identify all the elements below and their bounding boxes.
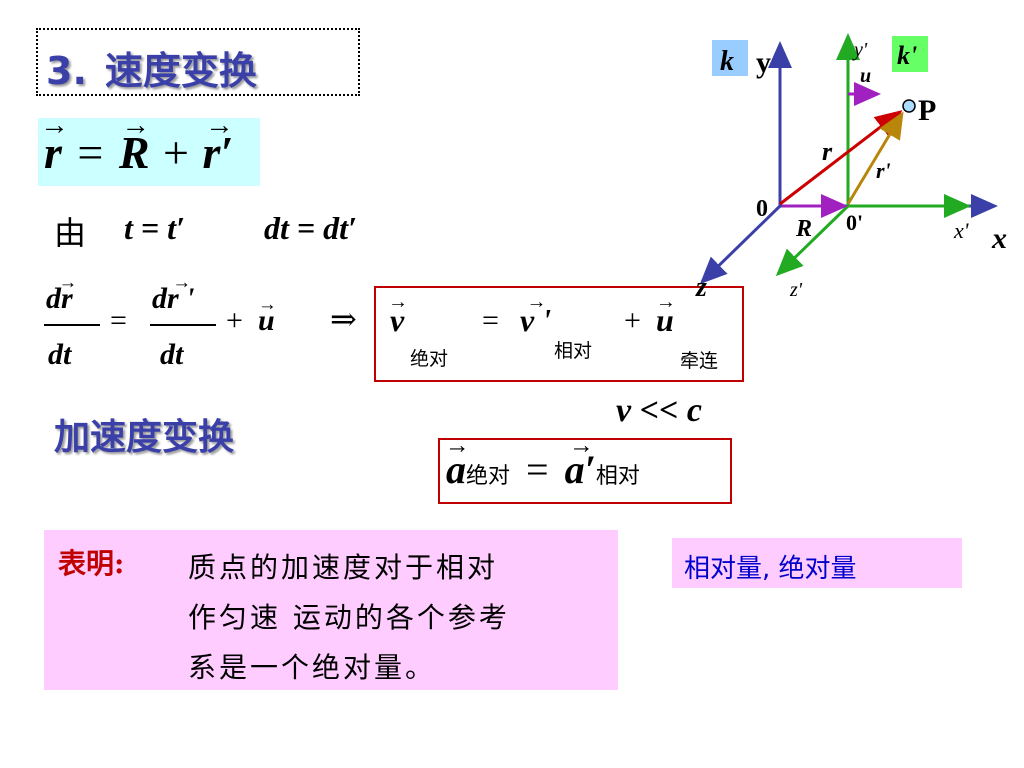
point-P-label: P [918, 94, 936, 127]
section-title-text: 速度变换 [104, 49, 257, 93]
relative-subscript: 相对 [595, 464, 640, 489]
u-convected: u [656, 302, 674, 339]
acceleration-equation: a绝对 = a′相对 [446, 446, 640, 493]
fraction-numerator-dr: dr [46, 282, 73, 316]
fraction-numerator-dr-prime: dr ' [152, 282, 195, 316]
speed-condition: v << c [616, 392, 702, 429]
relative-subscript: 相对 [554, 340, 593, 362]
point-P-marker [902, 99, 916, 113]
convected-subscript: 牵连 [680, 350, 719, 372]
vector-R: R [119, 126, 150, 179]
plus-sign: + [226, 304, 243, 337]
u-label: u [860, 65, 871, 87]
frame-k-prime-label: k' [897, 41, 917, 70]
vector-u-text: u [656, 302, 674, 339]
absolute-subscript: 绝对 [410, 348, 449, 370]
acceleration-title: 加速度变换 [54, 417, 235, 458]
z-prime-axis-label: z' [789, 279, 803, 301]
plus-sign: + [163, 127, 189, 178]
note-line: 系是一个绝对量。 [188, 651, 437, 684]
note-line: 质点的加速度对于相对 [188, 551, 499, 584]
z-prime-axis [775, 204, 850, 277]
position-equation: r = R + r′ [44, 126, 233, 179]
frame-k-label: k [720, 46, 734, 77]
reference-frames-diagram: k k' y y' u P r r' 0 R 0' x' x z z' [695, 33, 1007, 303]
note-label: 表明: [58, 547, 125, 580]
y-axis-label: y [756, 46, 771, 79]
equals-sign: = [77, 127, 104, 178]
fraction-denominator-dt: dt [160, 338, 184, 371]
fraction-line [44, 324, 100, 326]
section-number: 3. [46, 49, 87, 93]
equals-sign: = [526, 447, 549, 492]
absolute-subscript: 绝对 [466, 464, 511, 489]
equals-sign: = [482, 304, 499, 337]
vector-v: v [390, 302, 404, 339]
equals-sign: = [110, 304, 127, 337]
title-frame [36, 28, 360, 96]
R-label: R [795, 216, 812, 242]
vector-r: r [44, 126, 62, 179]
vector-u: u [258, 304, 275, 338]
vector-a: a [446, 446, 466, 493]
velocity-addition-box [374, 286, 744, 382]
dt-equality: dt = dt′ [264, 210, 358, 246]
r-label: r [822, 137, 833, 166]
r-prime-label: r' [876, 158, 891, 183]
v-absolute: v [390, 302, 404, 339]
fraction-line [150, 324, 216, 326]
vector-u-text: u [258, 304, 275, 338]
vector-a-prime: a′ [565, 446, 596, 493]
d-symbol: d [46, 282, 61, 315]
implies-arrow: ⇒ [330, 301, 357, 337]
from-label: 由 [54, 214, 87, 252]
z-axis-label: z [695, 272, 707, 303]
r-prime-vector [846, 111, 904, 205]
z-axis [699, 204, 782, 285]
note-line: 作匀速 运动的各个参考 [188, 601, 510, 634]
origin-prime-label: 0' [846, 210, 863, 235]
fraction-denominator-dt: dt [48, 338, 72, 371]
time-equality: t = t′ [124, 210, 186, 246]
d-symbol: d [152, 282, 167, 315]
relative-absolute-panel [672, 538, 962, 588]
x-prime-axis-label: x' [953, 218, 969, 243]
section-title: 3. 速度变换 [46, 40, 257, 95]
vector-r-prime: r′ [203, 126, 234, 179]
frame-k-prime-label-bg [892, 36, 928, 72]
relative-absolute-label: 相对量, 绝对量 [684, 554, 857, 584]
y-prime-axis-label: y' [852, 39, 868, 61]
v-relative: v ' [520, 302, 551, 339]
plus-sign: + [624, 304, 641, 337]
vector-v-prime: v ' [520, 302, 551, 339]
frame-k-label-bg [712, 40, 748, 76]
x-axis-label: x [991, 222, 1007, 255]
note-panel [44, 530, 618, 690]
vector-r-prime-small: r ' [167, 282, 195, 316]
origin-label: 0 [756, 196, 768, 222]
vector-r-small: r [61, 282, 73, 316]
